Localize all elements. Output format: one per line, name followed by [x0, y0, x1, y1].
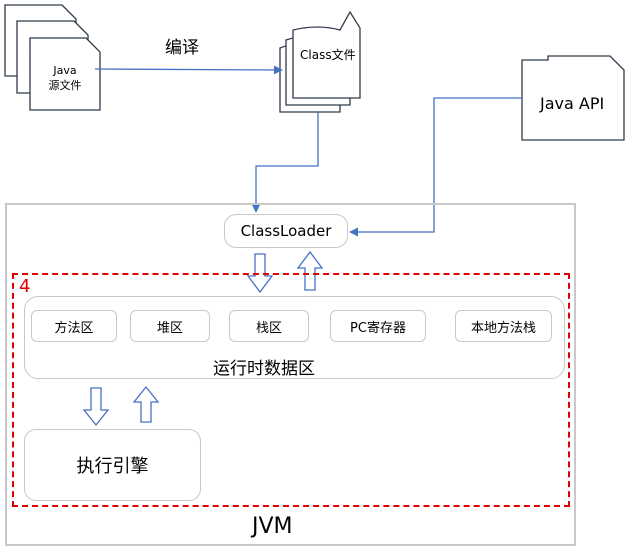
heap-area-label: 堆区 [156, 320, 183, 336]
classfile-page-front [292, 10, 361, 99]
pc-register-label: PC寄存器 [350, 320, 406, 336]
source-page-front [29, 37, 101, 111]
highlight-number: 4 [19, 276, 31, 297]
execution-engine-box: 执行引擎 [24, 429, 201, 501]
classloader-box: ClassLoader [224, 214, 348, 248]
stack-area-label: 栈区 [255, 320, 282, 336]
native-method-stack-box: 本地方法栈 [455, 310, 552, 342]
pc-register-box: PC寄存器 [330, 310, 426, 342]
java-source-label: Java 源文件 [47, 63, 83, 93]
heap-area-box: 堆区 [130, 310, 210, 342]
highlight-region [12, 273, 570, 507]
java-source-stack [4, 4, 101, 111]
runtime-data-area-label: 运行时数据区 [213, 359, 315, 379]
java-source-line1: Java [53, 64, 77, 77]
jvm-container [5, 203, 576, 546]
method-area-label: 方法区 [54, 320, 94, 336]
java-api-shape [521, 55, 625, 141]
classloader-up-arrow [296, 250, 324, 291]
runtime-up-arrow [132, 385, 160, 423]
native-method-stack-label: 本地方法栈 [470, 320, 536, 336]
execution-engine-label: 执行引擎 [76, 456, 149, 477]
classfile-to-classloader-arrow [251, 112, 319, 213]
java-source-line2: 源文件 [48, 79, 82, 92]
class-file-stack [279, 10, 361, 113]
stack-area-box: 栈区 [229, 310, 309, 342]
java-api-label: Java API [540, 94, 605, 113]
classloader-label: ClassLoader [240, 222, 332, 240]
classfile-label: Class文件 [300, 48, 356, 62]
jvm-label: JVM [252, 514, 293, 539]
javaapi-to-classloader-arrow [349, 97, 522, 237]
runtime-down-arrow [82, 387, 110, 427]
method-area-box: 方法区 [31, 310, 117, 342]
compile-arrow [94, 65, 283, 75]
compile-label: 编译 [165, 38, 199, 58]
